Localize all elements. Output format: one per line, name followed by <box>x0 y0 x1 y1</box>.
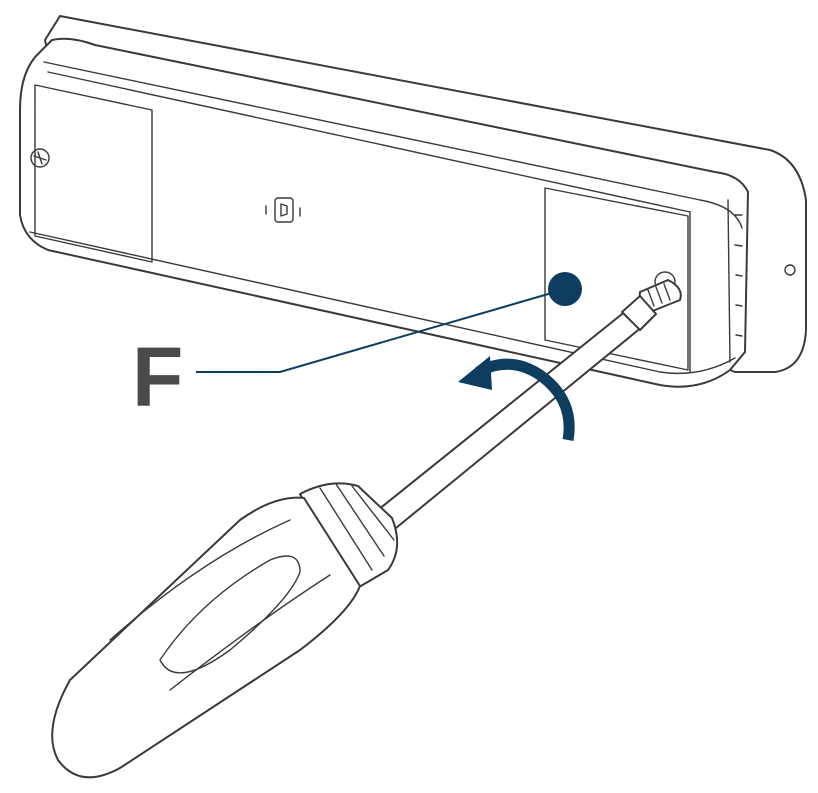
callout-marker-dot <box>548 272 582 306</box>
left-screw-icon <box>30 148 50 168</box>
handle-grip-oval <box>159 555 301 674</box>
mounting-hole-right <box>784 264 796 276</box>
screwdriver-collar <box>299 482 399 591</box>
screwdriver-handle <box>51 496 361 779</box>
end-cap-ribs <box>734 214 743 337</box>
handle-grip-groove-1 <box>109 519 291 641</box>
callout-f: F <box>132 272 582 424</box>
housing-top-rim <box>43 61 743 229</box>
callout-label: F <box>132 330 183 424</box>
counterclockwise-arrow-icon <box>458 356 575 441</box>
handle-grip-groove-2 <box>169 574 331 691</box>
screwdriver <box>51 295 657 779</box>
left-recessed-panel <box>34 84 153 263</box>
housing-bottom-lip <box>29 231 736 375</box>
right-recessed-panel <box>544 187 689 371</box>
screwdriver-tip <box>621 295 657 331</box>
housing-top-rim-inner <box>47 71 691 213</box>
center-logo-icon <box>265 197 301 223</box>
end-cap-inner-edge <box>727 199 731 363</box>
